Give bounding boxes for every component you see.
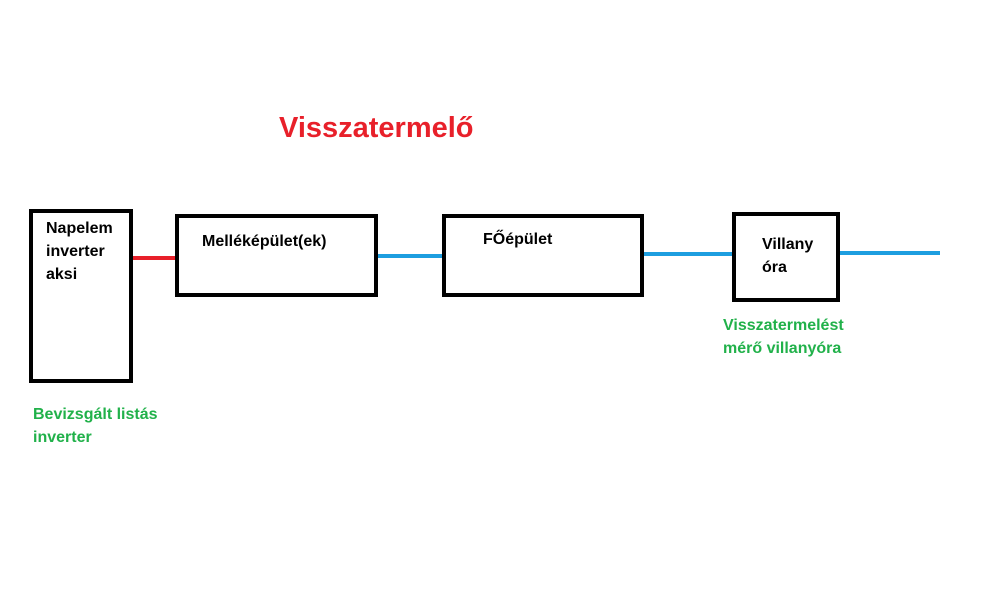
- connection-main-building-meter: [642, 252, 734, 256]
- meter-note-line1: Visszatermelést: [723, 317, 844, 334]
- main-building-block-label: FŐépület: [483, 231, 553, 248]
- meter-label-line1: Villany: [762, 236, 814, 253]
- connection-inverter-outbuilding: [130, 256, 178, 260]
- diagram-title: Visszatermelő: [279, 112, 474, 144]
- inverter-note: Bevizsgált listás inverter: [33, 403, 158, 449]
- connection-meter-grid: [838, 251, 940, 255]
- connection-outbuilding-main-building: [375, 254, 445, 258]
- inverter-block-label: Napelem inverter aksi: [46, 217, 113, 286]
- meter-block-label: Villany óra: [762, 233, 813, 279]
- inverter-note-line1: Bevizsgált listás: [33, 406, 158, 423]
- inverter-note-line2: inverter: [33, 429, 92, 446]
- inverter-label-line2: inverter: [46, 243, 105, 260]
- meter-block: [732, 212, 840, 302]
- inverter-label-line1: Napelem: [46, 220, 113, 237]
- meter-note-line2: mérő villanyóra: [723, 340, 842, 357]
- inverter-label-line3: aksi: [46, 266, 78, 283]
- meter-note: Visszatermelést mérő villanyóra: [723, 314, 844, 360]
- inverter-block: [29, 209, 133, 383]
- main-building-block: [442, 214, 644, 297]
- meter-label-line2: óra: [762, 259, 787, 276]
- outbuilding-block-label: Melléképület(ek): [202, 233, 327, 250]
- outbuilding-block: [175, 214, 378, 297]
